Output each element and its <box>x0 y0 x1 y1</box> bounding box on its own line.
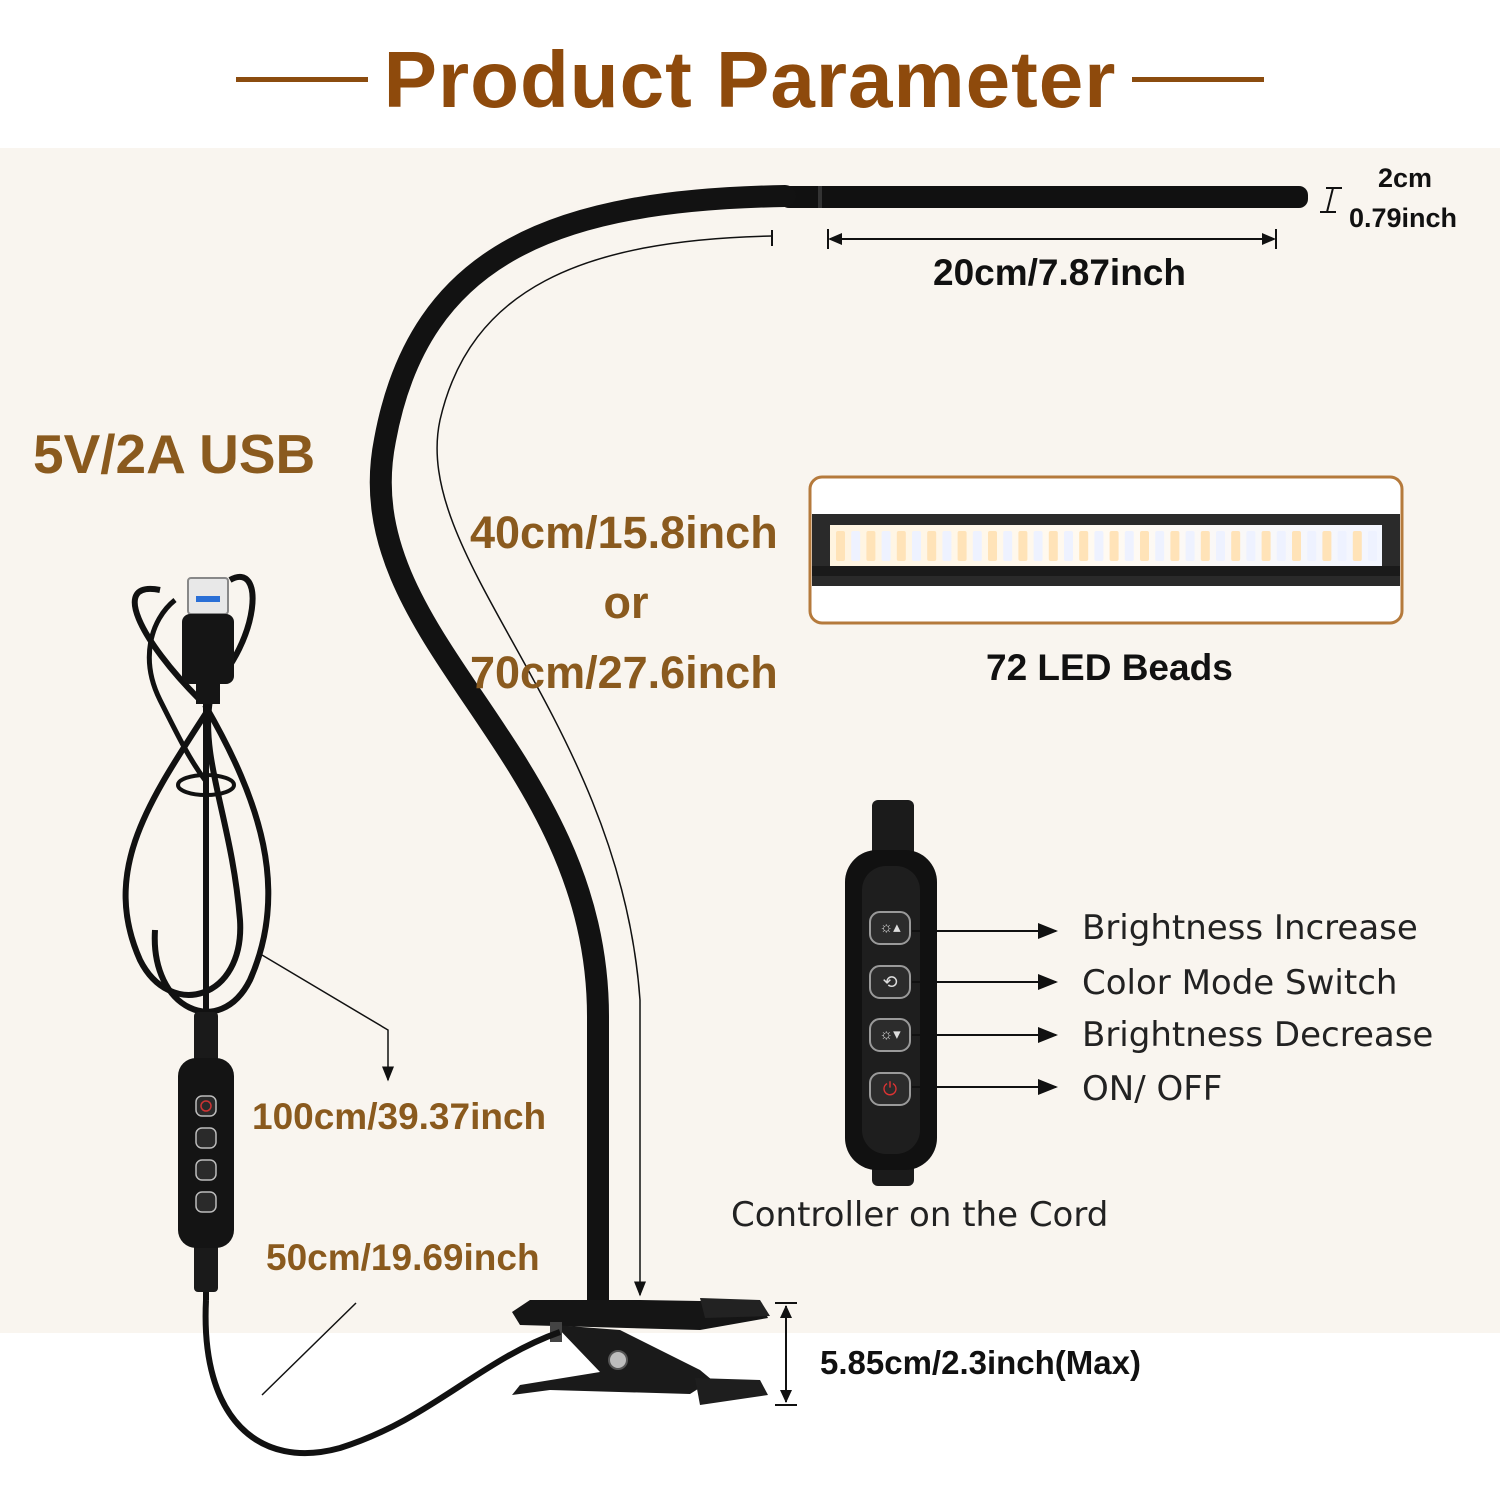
led-bead <box>1064 531 1073 561</box>
led-bead <box>1368 531 1377 561</box>
lamp-head <box>780 186 1308 208</box>
led-bead <box>927 531 937 561</box>
controller-caption: Controller on the Cord <box>731 1195 1109 1235</box>
led-bead <box>1018 531 1028 561</box>
sun-down-icon: ☼▾ <box>879 1026 901 1043</box>
neck-length-line <box>436 235 773 1297</box>
head-length-label: 20cm/7.87inch <box>933 252 1186 293</box>
small-inline-controller <box>178 1058 234 1248</box>
neck-length-long: 70cm/27.6inch <box>470 647 778 698</box>
on-off-label: ON/ OFF <box>1082 1069 1223 1109</box>
led-bead <box>1048 531 1058 561</box>
clamp-opening-label: 5.85cm/2.3inch(Max) <box>820 1344 1141 1381</box>
led-bead <box>988 531 997 561</box>
led-bead <box>1246 531 1256 561</box>
strain-relief-bottom <box>194 1242 218 1292</box>
led-bead <box>1322 531 1332 561</box>
neck-length-short: 40cm/15.8inch <box>470 507 778 558</box>
page-title: Product Parameter <box>383 35 1117 124</box>
led-bead <box>1109 531 1119 561</box>
head-thickness-inch: 0.79inch <box>1349 203 1458 233</box>
cord-length-label: 100cm/39.37inch <box>252 1096 547 1137</box>
led-bead <box>836 531 845 561</box>
strain-relief-top <box>194 1012 218 1062</box>
led-bead <box>1003 531 1013 561</box>
led-bead <box>1216 531 1225 561</box>
cord-length-pointer <box>261 954 394 1396</box>
led-bead <box>896 531 906 561</box>
led-beads-label: 72 LED Beads <box>986 647 1233 688</box>
clamp-height-dimension <box>775 1302 797 1406</box>
led-bead <box>1079 531 1089 561</box>
led-bead <box>866 531 876 561</box>
usb-plug <box>182 577 234 704</box>
led-panel-closeup <box>808 475 1404 625</box>
head-thickness-cm: 2cm <box>1378 163 1433 193</box>
led-bead <box>1307 531 1317 561</box>
led-bead <box>851 531 861 561</box>
led-bead <box>1140 531 1149 561</box>
neck-length-or: or <box>603 577 649 628</box>
led-bead <box>972 531 982 561</box>
led-bead <box>1033 531 1043 561</box>
led-bead <box>1231 531 1241 561</box>
led-bead <box>942 531 952 561</box>
led-bead <box>1276 531 1286 561</box>
led-bead-row <box>836 531 1377 561</box>
background-panel <box>0 148 1500 1333</box>
usb-cable <box>122 574 561 1456</box>
led-bead <box>1352 531 1362 561</box>
led-bead <box>1185 531 1195 561</box>
head-thickness-marker <box>1320 187 1342 213</box>
led-bead <box>1170 531 1180 561</box>
desk-clamp <box>512 1298 770 1405</box>
color-mode-switch-label: Color Mode Switch <box>1082 963 1398 1003</box>
brightness-decrease-label: Brightness Decrease <box>1082 1015 1434 1055</box>
led-bead <box>881 531 891 561</box>
led-bead <box>1337 531 1347 561</box>
led-bead <box>1094 531 1104 561</box>
power-spec-label: 5V/2A USB <box>33 423 316 485</box>
led-bead <box>1200 531 1210 561</box>
led-bead <box>912 531 921 561</box>
led-bead <box>1155 531 1165 561</box>
led-bead <box>1292 531 1301 561</box>
title-rule-right <box>1132 77 1264 82</box>
head-length-dimension <box>827 229 1277 249</box>
gooseneck-arm <box>369 185 796 1313</box>
led-bead <box>957 531 967 561</box>
cord-to-controller-label: 50cm/19.69inch <box>266 1237 540 1278</box>
led-bead <box>1124 531 1134 561</box>
brightness-increase-label: Brightness Increase <box>1082 908 1418 948</box>
led-bead <box>1261 531 1271 561</box>
power-icon: ⏻ <box>882 1079 898 1099</box>
sun-up-icon: ☼▴ <box>879 919 901 936</box>
title-rule-left <box>236 77 368 82</box>
controller-arrows <box>912 923 1058 1095</box>
color-cycle-icon: ⟲ <box>882 972 898 992</box>
